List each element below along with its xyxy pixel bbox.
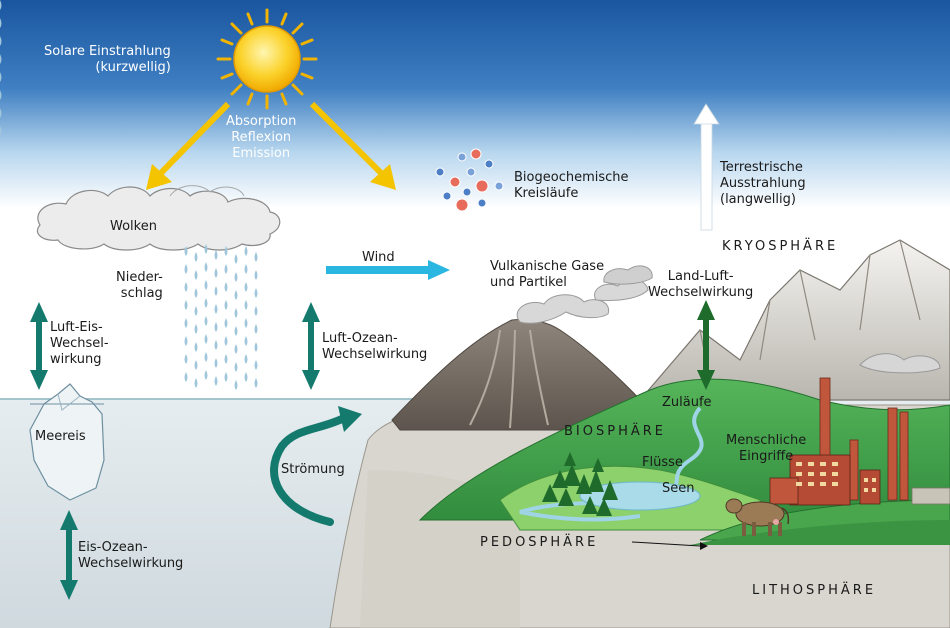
seen-label: Seen [662,481,695,496]
meereis-label: Meereis [35,429,86,444]
niederschlag-label: Nieder- schlag [116,270,163,301]
solar-label: Solare Einstrahlung (kurzwellig) [44,44,171,75]
stroemung-label: Strömung [281,462,345,477]
molecule-icon [435,148,504,212]
wind-arrow [326,260,450,280]
rain-icon [0,0,258,390]
wolken-label: Wolken [110,219,157,234]
stroemung-arrow [270,406,362,526]
luft-eis-arrow [30,302,48,390]
eis-ozean-arrow [60,510,78,600]
volcano-icon [391,265,653,431]
land-luft-arrow [697,300,715,390]
luft-ozean-arrow [302,302,320,390]
biogeo-label: Biogeochemische Kreisläufe [514,170,629,201]
menschliche-label: Menschliche Eingriffe [726,433,807,464]
solar-arrow-left [146,101,231,190]
iceberg-icon [29,383,105,501]
eis-ozean-label: Eis-Ozean- Wechselwirkung [78,540,184,571]
factory-icon [769,377,950,506]
lithosphaere-label: LITHOSPHÄRE [752,583,877,598]
solar-arrow-right [309,101,396,190]
terrestrial-label: Terrestrische Ausstrahlung (langwellig) [720,160,806,207]
mountain-icon [638,239,950,401]
cow-icon [725,498,790,536]
luft-ozean-label: Luft-Ozean- Wechselwirkung [322,331,428,362]
luft-eis-label: Luft-Eis- Wechsel- wirkung [50,320,109,367]
kryosphaere-label: KRYOSPHÄRE [722,239,839,254]
fluesse-label: Flüsse [642,455,683,470]
biosphaere-label: BIOSPHÄRE [564,424,666,439]
wind-label: Wind [362,250,395,265]
pedosphaere-label: PEDOSPHÄRE [480,535,599,550]
land-luft-label: Land-Luft- Wechselwirkung [648,269,754,300]
absorption-label: Absorption Reflexion Emission [226,114,297,161]
zulaeufe-label: Zuläufe [662,395,712,410]
vulkan-label: Vulkanische Gase und Partikel [490,259,605,290]
cloud-icon [36,185,281,251]
tree-icon [542,452,618,516]
pedosphaere-pointer [631,541,708,550]
terrestrial-radiation-arrow [693,103,720,231]
sun-icon [216,8,318,110]
